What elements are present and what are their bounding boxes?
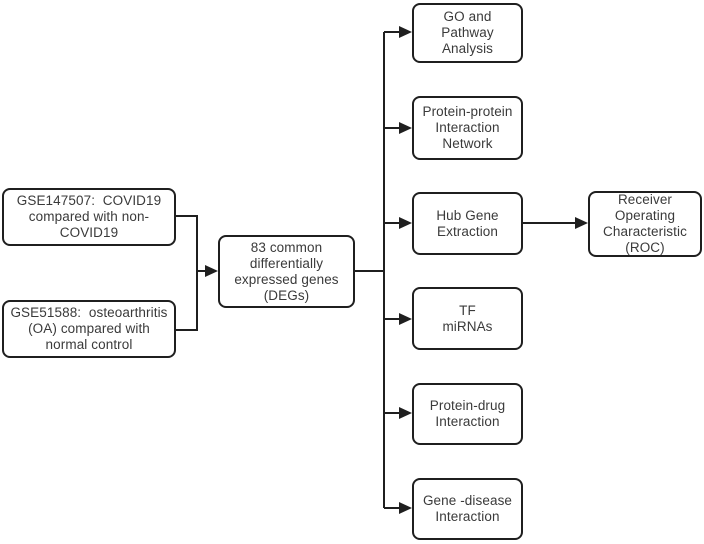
ppi-arrowhead: [399, 122, 412, 134]
node-common-degs-label: 83 common differentially expressed genes…: [234, 239, 339, 303]
node-ppi-network-label: Protein-protein Interaction Network: [422, 104, 513, 151]
node-tf-mirnas-label: TF miRNAs: [442, 302, 493, 334]
go-arrowhead: [399, 26, 412, 38]
node-go-pathway-analysis-label: GO and Pathway Analysis: [441, 9, 494, 56]
hub-arrowhead: [399, 217, 412, 229]
node-protein-drug-interaction: Protein-drug Interaction: [412, 383, 523, 445]
tf-arrowhead: [399, 313, 412, 325]
connector-line-group: [176, 31, 577, 509]
node-ppi-network: Protein-protein Interaction Network: [412, 96, 523, 160]
node-gene-disease-interaction: Gene -disease Interaction: [412, 478, 523, 540]
arrowhead-group: [205, 26, 588, 514]
node-roc-label: Receiver Operating Characteristic (ROC): [603, 192, 687, 255]
node-gene-disease-interaction-label: Gene -disease Interaction: [422, 493, 513, 524]
node-gse147507-label: GSE147507: COVID19 compared with non- CO…: [16, 193, 162, 240]
node-gse51588: GSE51588: osteoarthritis (OA) compared w…: [2, 300, 176, 358]
node-common-degs: 83 common differentially expressed genes…: [218, 235, 355, 308]
node-go-pathway-analysis: GO and Pathway Analysis: [412, 3, 523, 63]
left-merge-bracket: [176, 215, 198, 331]
pdrug-arrowhead: [399, 407, 412, 419]
gdisease-arrowhead: [399, 502, 412, 514]
node-tf-mirnas: TF miRNAs: [412, 287, 523, 350]
node-roc: Receiver Operating Characteristic (ROC): [588, 191, 702, 257]
node-hub-gene-extraction-label: Hub Gene Extraction: [436, 207, 499, 239]
node-gse51588-label: GSE51588: osteoarthritis (OA) compared w…: [10, 305, 168, 352]
degs-arrowhead: [205, 265, 218, 277]
roc-arrowhead: [575, 217, 588, 229]
node-protein-drug-interaction-label: Protein-drug Interaction: [429, 398, 506, 429]
node-gse147507: GSE147507: COVID19 compared with non- CO…: [2, 188, 176, 246]
node-hub-gene-extraction: Hub Gene Extraction: [412, 192, 523, 255]
